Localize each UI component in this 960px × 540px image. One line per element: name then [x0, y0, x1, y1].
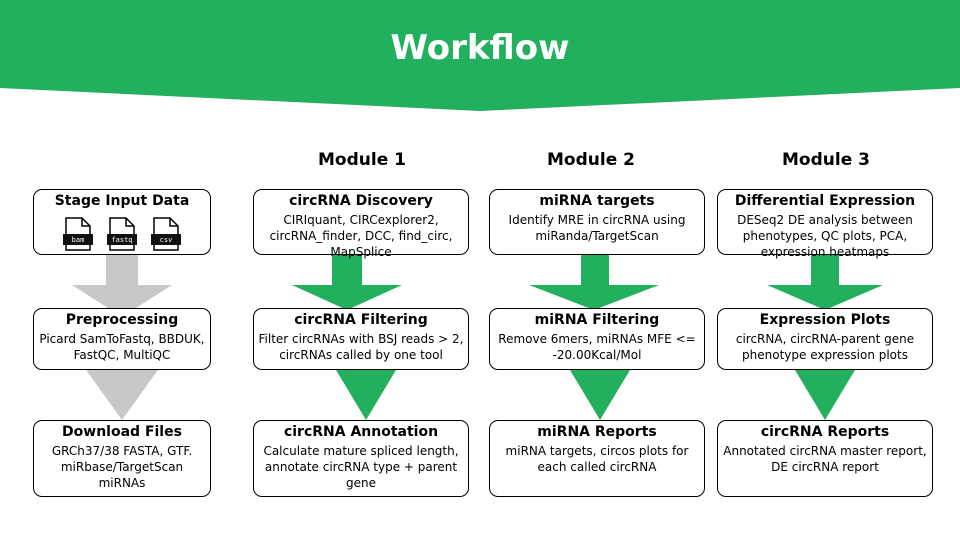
bam-file-label: bam — [71, 236, 85, 244]
flow-arrow-mirna-filtering-to-reports — [570, 370, 630, 420]
page-title: Workflow — [390, 28, 570, 68]
download-files-box: Download Files GRCh37/38 FASTA, GTF. miR… — [33, 420, 211, 497]
bam-file-icon: bam — [63, 217, 93, 251]
box-body: DESeq2 DE analysis between phenotypes, Q… — [737, 213, 913, 259]
circrna-reports-box: circRNA Reports Annotated circRNA master… — [717, 420, 933, 497]
box-body: Filter circRNAs with BSJ reads > 2, circ… — [258, 332, 464, 362]
box-body: Picard SamToFastq, BBDUK, FastQC, MultiQ… — [39, 332, 205, 362]
module-3-title: Module 3 — [782, 150, 870, 170]
flow-arrow-targets-to-mirna-filtering — [529, 255, 659, 310]
box-body: GRCh37/38 FASTA, GTF. miRbase/TargetScan… — [51, 444, 193, 490]
box-body: CIRIquant, CIRCexplorer2, circRNA_finder… — [269, 213, 453, 259]
box-title: miRNA Reports — [537, 424, 657, 440]
box-title: circRNA Reports — [760, 424, 890, 440]
box-title: Download Files — [62, 424, 182, 440]
header-banner — [0, 0, 960, 111]
flow-arrow-preprocess-to-download — [86, 370, 158, 420]
module-1-title: Module 1 — [318, 150, 406, 170]
stage-input-data-box: Stage Input Data bam fastq csv — [33, 189, 211, 255]
box-body: miRNA targets, circos plots for each cal… — [505, 444, 689, 474]
circrna-filtering-box: circRNA Filtering Filter circRNAs with B… — [253, 308, 469, 370]
box-body: Annotated circRNA master report, DE circ… — [723, 444, 927, 474]
fastq-file-label: fastq — [111, 236, 133, 244]
box-body: Calculate mature spliced length, annotat… — [263, 444, 459, 490]
circrna-discovery-box: circRNA Discovery CIRIquant, CIRCexplore… — [253, 189, 469, 259]
box-title: circRNA Filtering — [294, 312, 428, 328]
box-body: Remove 6mers, miRNAs MFE <= -20.00Kcal/M… — [498, 332, 696, 362]
differential-expression-box: Differential Expression DESeq2 DE analys… — [717, 189, 933, 259]
input-file-icons: bam fastq csv — [38, 217, 206, 251]
mirna-targets-box: miRNA targets Identify MRE in circRNA us… — [489, 189, 705, 255]
box-body: Identify MRE in circRNA using miRanda/Ta… — [508, 213, 686, 243]
box-title: Differential Expression — [734, 193, 916, 209]
module-2-title: Module 2 — [547, 150, 635, 170]
box-title: Preprocessing — [65, 312, 179, 328]
box-title: Stage Input Data — [54, 193, 190, 209]
csv-file-icon: csv — [151, 217, 181, 251]
flow-arrow-stage-to-preprocess — [72, 255, 172, 317]
mirna-reports-box: miRNA Reports miRNA targets, circos plot… — [489, 420, 705, 497]
preprocessing-box: Preprocessing Picard SamToFastq, BBDUK, … — [33, 308, 211, 370]
box-title: miRNA targets — [539, 193, 655, 209]
flow-arrow-de-to-expression-plots — [767, 255, 883, 310]
box-title: circRNA Annotation — [283, 424, 439, 440]
mirna-filtering-box: miRNA Filtering Remove 6mers, miRNAs MFE… — [489, 308, 705, 370]
csv-file-label: csv — [159, 236, 173, 244]
flow-arrow-filtering-to-annotation — [336, 370, 396, 420]
expression-plots-box: Expression Plots circRNA, circRNA-parent… — [717, 308, 933, 370]
flow-arrow-discovery-to-filtering — [292, 255, 402, 310]
box-title: miRNA Filtering — [534, 312, 660, 328]
box-title: Expression Plots — [759, 312, 891, 328]
box-body: circRNA, circRNA-parent gene phenotype e… — [735, 332, 915, 362]
flow-arrow-expression-plots-to-reports — [795, 370, 855, 420]
fastq-file-icon: fastq — [107, 217, 137, 251]
box-title: circRNA Discovery — [289, 193, 433, 209]
circrna-annotation-box: circRNA Annotation Calculate mature spli… — [253, 420, 469, 497]
